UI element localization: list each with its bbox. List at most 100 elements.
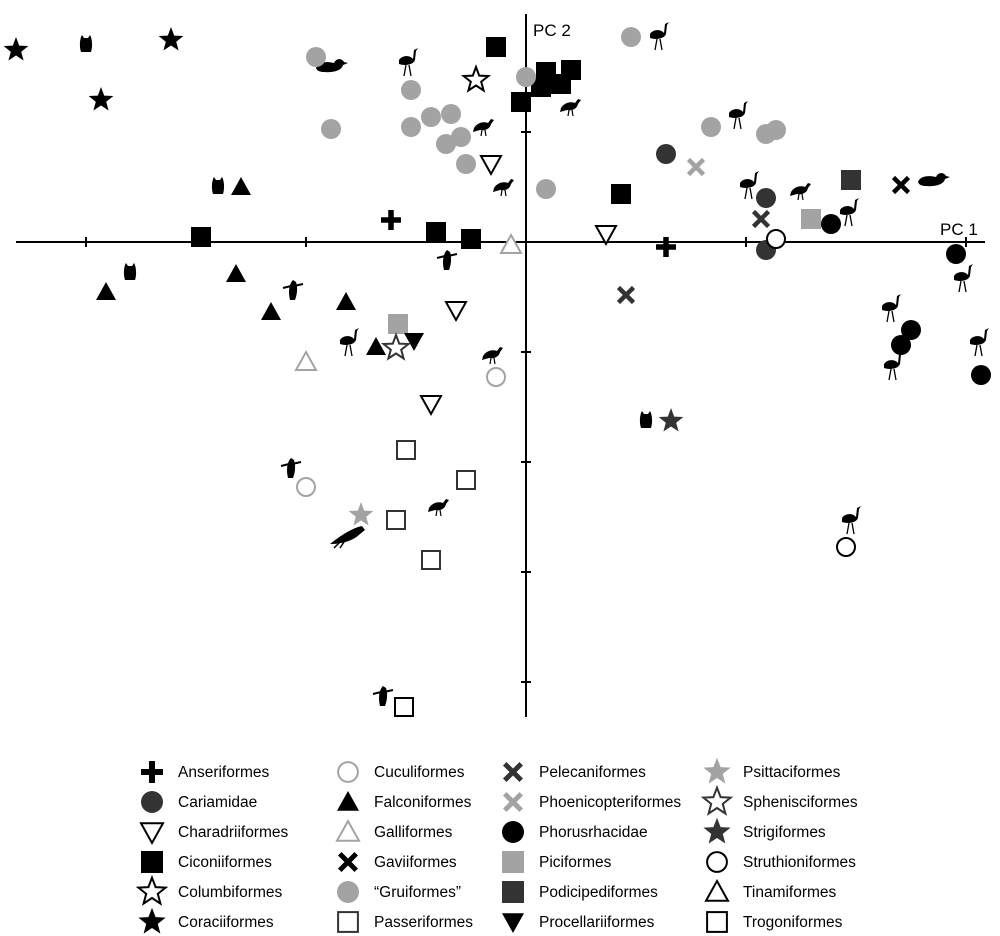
point-phorusrhacidae-1: [946, 244, 966, 264]
point-passeriformes-3: [421, 550, 441, 570]
terror-bird-silhouette-icon: [881, 293, 902, 323]
flamingo-silhouette-icon: [841, 505, 862, 535]
point-pelecaniformes-0: [751, 209, 771, 229]
legend-marker-pelecaniformes: [502, 761, 524, 783]
legend-marker-passeriformes: [337, 911, 359, 933]
point-columbiformes-0: [460, 64, 492, 93]
point-phorusrhacidae-4: [971, 365, 991, 385]
x-axis-label: PC 1: [940, 220, 978, 239]
legend-marker-cuculiformes: [337, 761, 359, 783]
point-charadriiformes-0: [479, 155, 503, 177]
legend-label-anseriformes: Anseriformes: [178, 764, 270, 781]
legend-label-sphenisciformes: Sphenisciformes: [743, 794, 858, 811]
terror-bird-silhouette-icon: [953, 263, 974, 293]
point-gruiformes-1: [401, 80, 421, 100]
point-sphenisciformes-0: [380, 332, 412, 361]
legend-label-falconiformes: Falconiformes: [374, 794, 472, 811]
point-psittaciformes-0: [348, 502, 374, 526]
point-pelecaniformes-1: [616, 285, 636, 305]
legend-marker-ciconiiformes: [141, 851, 163, 873]
legend-label-psittaciformes: Psittaciformes: [743, 764, 841, 781]
point-piciformes-1: [801, 209, 821, 229]
point-ciconiiformes-0: [191, 227, 211, 247]
point-ciconiiformes-8: [531, 77, 551, 97]
point-phorusrhacidae-0: [821, 214, 841, 234]
legend-label-tinamiformes: Tinamiformes: [743, 884, 837, 901]
point-phorusrhacidae-2: [901, 320, 921, 340]
raptor-silhouette-icon: [436, 249, 458, 271]
point-procellariiformes-0: [404, 333, 424, 351]
point-struthioniformes-1: [836, 537, 856, 557]
passerine-silhouette-icon: [427, 498, 450, 517]
point-cuculiformes-0: [486, 367, 506, 387]
data-points: [3, 27, 991, 717]
point-falconiformes-3: [261, 302, 281, 320]
legend-marker-struthioniformes: [706, 851, 728, 873]
axis-ticks: [85, 131, 967, 683]
terror-bird-silhouette-icon: [883, 351, 904, 381]
y-axis-label: PC 2: [533, 21, 571, 40]
bird-silhouettes: [79, 21, 990, 707]
point-gruiformes-9: [451, 127, 471, 147]
legend-label-passeriformes: Passeriformes: [374, 914, 473, 931]
point-anseriformes-1: [656, 237, 676, 257]
point-trogoniformes-0: [394, 697, 414, 717]
owl-silhouette-icon: [79, 35, 93, 52]
point-falconiformes-5: [366, 337, 386, 355]
point-phoenicopteriformes-0: [686, 157, 706, 177]
point-gruiformes-0: [306, 47, 326, 67]
legend-marker-sphenisciformes: [700, 784, 734, 816]
bird-silhouette-icon: [280, 457, 302, 479]
point-coraciiformes-0: [3, 37, 29, 61]
point-anseriformes-0: [381, 210, 401, 230]
loon-silhouette-icon: [918, 173, 950, 187]
legend-marker-phoenicopteriformes: [502, 791, 524, 813]
bird-silhouette-icon: [472, 118, 495, 137]
point-ciconiiformes-3: [611, 184, 631, 204]
legend-label-columbiformes: Columbiformes: [178, 884, 282, 901]
parrot-silhouette-icon: [329, 525, 366, 549]
legend-label-podicipediformes: Podicipediformes: [539, 884, 658, 901]
point-passeriformes-0: [396, 440, 416, 460]
point-gruiformes-10: [516, 67, 536, 87]
legend-marker-podicipediformes: [502, 881, 524, 903]
point-coraciiformes-2: [88, 87, 114, 111]
legend-marker-gruiformes: [337, 881, 359, 903]
point-gruiformes-11: [621, 27, 641, 47]
point-gruiformes-12: [701, 117, 721, 137]
legend-label-struthioniformes: Struthioniformes: [743, 854, 856, 871]
stork-silhouette-icon: [649, 21, 670, 51]
legend-marker-tinamiformes: [704, 878, 730, 902]
point-charadriiformes-2: [444, 301, 468, 323]
point-passeriformes-1: [456, 470, 476, 490]
legend-label-piciformes: Piciformes: [539, 854, 612, 871]
point-galliformes-0: [499, 232, 523, 254]
seriema-silhouette-icon: [739, 170, 760, 200]
legend-marker-cariamidae: [141, 791, 163, 813]
point-ciconiiformes-1: [426, 222, 446, 242]
raptor-silhouette-icon: [282, 279, 304, 301]
point-gruiformes-14: [766, 120, 786, 140]
axes: PC 1 PC 2: [16, 14, 985, 717]
point-phorusrhacidae-3: [891, 335, 911, 355]
legend-label-trogoniformes: Trogoniformes: [743, 914, 843, 931]
legend-marker-trogoniformes: [706, 911, 728, 933]
point-coraciiformes-1: [158, 27, 184, 51]
legend-label-phoenicopteriformes: Phoenicopteriformes: [539, 794, 681, 811]
point-falconiformes-2: [226, 264, 246, 282]
heron-silhouette-icon: [728, 100, 749, 130]
legend-marker-gaviiformes: [337, 851, 359, 873]
legend-marker-procellariiformes: [502, 913, 524, 933]
legend-label-ciconiiformes: Ciconiiformes: [178, 854, 272, 871]
legend-label-galliformes: Galliformes: [374, 824, 453, 841]
point-gruiformes-3: [436, 134, 456, 154]
point-gruiformes-4: [456, 154, 476, 174]
legend: AnseriformesCariamidaeCharadriiformesCic…: [135, 757, 858, 934]
legend-marker-charadriiformes: [139, 822, 165, 846]
point-strigiformes-0: [658, 408, 684, 432]
legend-label-cuculiformes: Cuculiformes: [374, 764, 465, 781]
point-cuculiformes-1: [296, 477, 316, 497]
vulture-silhouette-icon: [559, 98, 582, 117]
legend-marker-piciformes: [502, 851, 524, 873]
legend-label-phorusrhacidae: Phorusrhacidae: [539, 824, 648, 841]
